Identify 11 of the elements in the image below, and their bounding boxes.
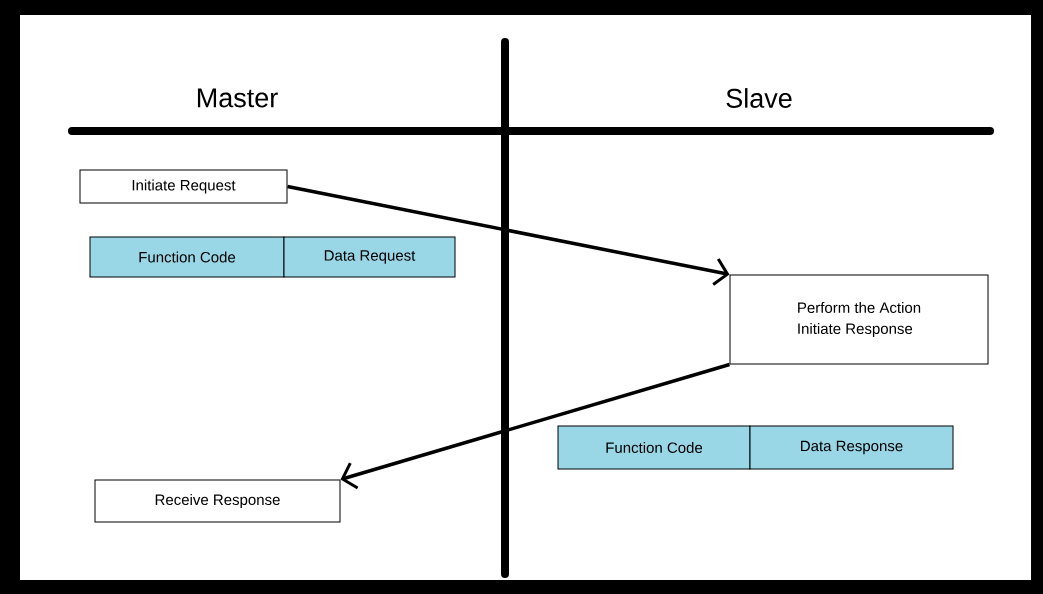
column-heading: Slave	[726, 88, 792, 108]
arrow	[287, 184, 730, 286]
column-heading: Master	[197, 88, 278, 108]
process-box: Perform the Action Initiate Response	[729, 274, 989, 365]
table-cell: Data Request	[283, 236, 456, 278]
process-box: Initiate Request	[79, 169, 288, 204]
table-cell: Function Code	[89, 236, 285, 278]
table-cell: Function Code	[557, 425, 751, 470]
table-cell: Data Response	[749, 425, 954, 470]
arrow	[340, 362, 730, 490]
process-box: Receive Response	[94, 479, 341, 523]
